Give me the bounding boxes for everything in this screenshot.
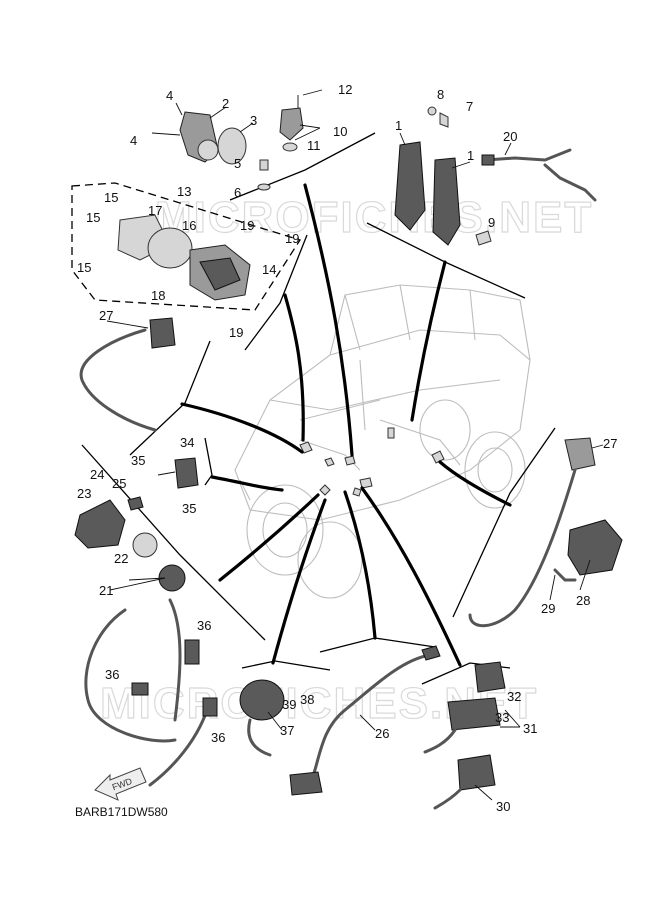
callout-36: 36 [105,667,119,682]
part-harness-36 [84,598,218,787]
callout-15: 15 [104,190,118,205]
part-o2-sensor [481,148,597,202]
callout-12: 12 [338,82,352,97]
callout-15: 15 [77,260,91,275]
callout-33: 33 [495,710,509,725]
part-cam-sensor [257,95,304,191]
callout-27: 27 [99,308,113,323]
part-main-switch-group [74,496,186,592]
callout-16: 16 [182,218,196,233]
callout-6: 6 [234,185,241,200]
callout-27: 27 [603,436,617,451]
vehicle-outline [234,284,531,599]
callout-1: 1 [395,118,402,133]
callout-39: 39 [282,697,296,712]
callout-22: 22 [114,551,128,566]
callout-4: 4 [166,88,173,103]
callout-18: 18 [151,288,165,303]
part-harness-26 [289,645,441,796]
callout-35: 35 [131,453,145,468]
vehicle-components [299,427,445,497]
callout-10: 10 [333,124,347,139]
callout-28: 28 [576,593,590,608]
callout-31: 31 [523,721,537,736]
callout-15: 15 [86,210,100,225]
callout-19: 19 [229,325,243,340]
callout-1: 1 [467,148,474,163]
callout-25: 25 [112,476,126,491]
callout-9: 9 [488,215,495,230]
part-throttle-sensor-assy [151,102,247,165]
callout-26: 26 [375,726,389,741]
part-switch-group-30-31 [423,661,506,810]
callout-7: 7 [466,99,473,114]
part-switch-27-28 [468,437,623,628]
callout-19: 19 [285,231,299,246]
part-sensor-bracket-group [117,214,251,301]
callout-20: 20 [503,129,517,144]
callout-leaders [106,89,604,801]
callout-30: 30 [496,799,510,814]
callout-23: 23 [77,486,91,501]
callout-35: 35 [182,501,196,516]
callout-37: 37 [280,723,294,738]
callout-4: 4 [130,133,137,148]
callout-29: 29 [541,601,555,616]
fwd-arrow: FWD [94,767,147,801]
callout-32: 32 [507,689,521,704]
callout-5: 5 [234,156,241,171]
part-relay-34 [157,457,199,489]
part-harness-27-left [79,317,176,432]
callout-24: 24 [90,467,104,482]
part-ignition-coils [394,106,492,246]
callout-36: 36 [211,730,225,745]
callout-19: 19 [240,218,254,233]
callout-17: 17 [148,203,162,218]
callout-14: 14 [262,262,276,277]
callout-3: 3 [250,113,257,128]
callout-38: 38 [300,692,314,707]
callout-13: 13 [177,184,191,199]
watermark-top: MICROFICHES.NET [155,193,593,242]
callout-numbers: 1 1 2 3 4 4 5 6 7 8 9 10 11 12 13 14 15 … [77,82,617,814]
diagram-code: BARB171DW580 [75,805,168,819]
callout-8: 8 [437,87,444,102]
part-unit-37 [239,679,285,757]
callout-34: 34 [180,435,194,450]
callout-21: 21 [99,583,113,598]
bracket-frames [71,132,556,685]
callout-11: 11 [307,138,321,153]
callout-2: 2 [222,96,229,111]
group-leader-lines [180,183,512,667]
callout-36: 36 [197,618,211,633]
